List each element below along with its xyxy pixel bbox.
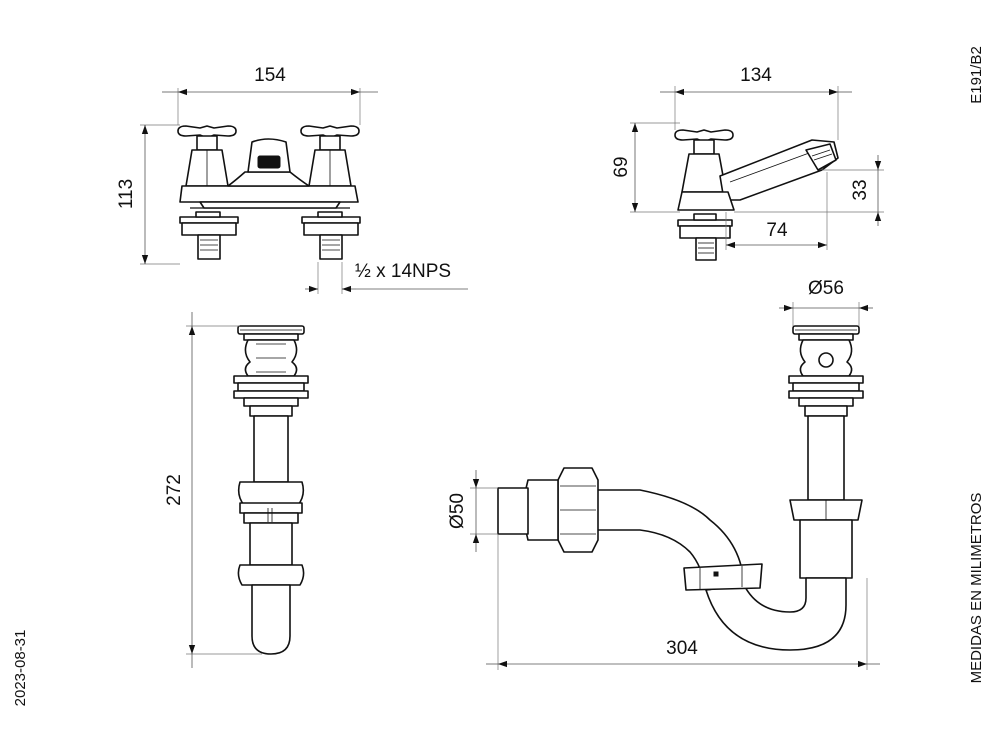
trap-outlet [497, 467, 599, 553]
dimension-drain-height: 272 [164, 312, 262, 668]
trap-drain-head [788, 325, 864, 417]
right-connection [301, 211, 361, 260]
dimension-outlet-diameter: Ø50 [447, 470, 498, 552]
connection-thread-label: ½ x 14NPS [355, 261, 451, 282]
drain-locknut [233, 375, 309, 417]
dimension-spout-reach: 74 [725, 172, 828, 250]
spout-height-label: 33 [850, 179, 871, 200]
drain-tail-pipe [237, 415, 305, 655]
p-trap-view: Ø56 Ø50 304 [447, 278, 880, 670]
drawing-code: E191/B2 [968, 46, 985, 104]
pillar-tap-handle [674, 129, 734, 193]
trap-length-label: 304 [666, 638, 698, 659]
pillar-tap-base [677, 191, 735, 261]
drawing-date: 2023-08-31 [12, 630, 29, 707]
faucet-width-label: 154 [254, 65, 286, 86]
pillar-tap-spout [719, 139, 839, 201]
dimension-spout-height: 33 [734, 155, 884, 226]
dimension-pillar-width: 134 [660, 65, 852, 140]
drain-height-label: 272 [164, 474, 185, 506]
left-connection [179, 211, 239, 260]
pillar-width-label: 134 [740, 65, 772, 86]
faucet-body [179, 138, 359, 209]
pillar-tap-view: 134 69 33 74 [611, 65, 884, 261]
right-cross-handle [300, 125, 360, 187]
pillar-height-label: 69 [611, 156, 632, 177]
faucet-height-label: 113 [116, 179, 137, 209]
dimension-connection-thread: ½ x 14NPS [305, 261, 468, 294]
dimension-faucet-height: 113 [116, 124, 180, 265]
outlet-diameter-label: Ø50 [447, 493, 468, 529]
trap-bend [593, 415, 863, 651]
dimension-drain-diameter: Ø56 [779, 278, 873, 326]
double-faucet-view: 154 113 ½ x 14NPS [116, 65, 468, 294]
left-cross-handle [177, 125, 237, 187]
drain-diameter-label: Ø56 [808, 278, 844, 299]
dimension-pillar-height: 69 [611, 122, 680, 213]
drain-head [237, 325, 305, 377]
drain-valve-view: 272 [164, 312, 309, 668]
dimension-trap-length: 304 [486, 534, 880, 670]
dimension-faucet-width: 154 [162, 65, 378, 125]
spout-reach-label: 74 [766, 220, 788, 241]
units-note: MEDIDAS EN MILIMETROS [968, 493, 985, 684]
